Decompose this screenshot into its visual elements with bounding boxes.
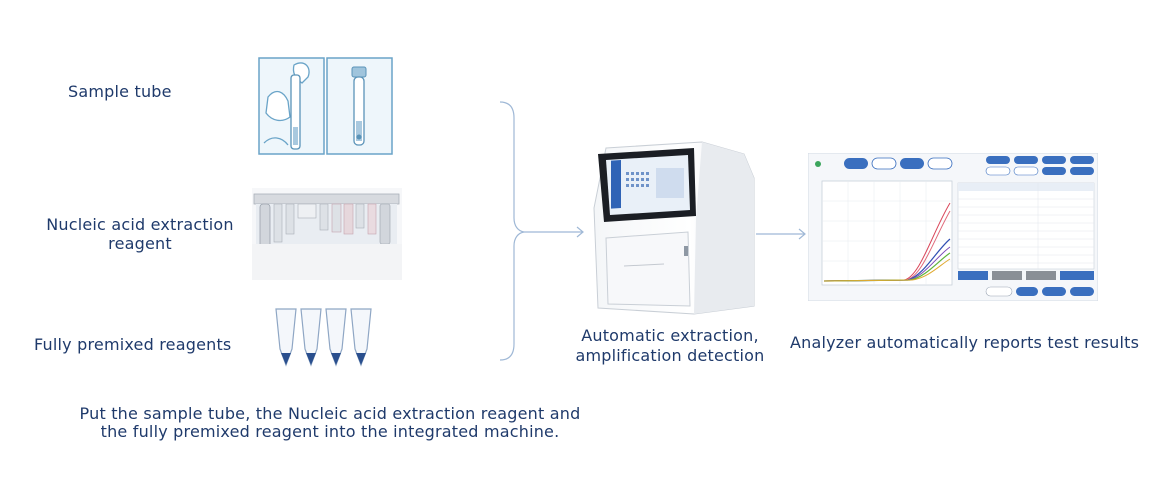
sample-tube-label: Sample tube: [68, 82, 172, 101]
machine-caption: Automatic extraction, amplification dete…: [560, 326, 780, 366]
premix-tube-strip-icon: [273, 305, 373, 375]
results-caption: Analyzer automatically reports test resu…: [790, 333, 1140, 352]
machine-caption-line2: amplification detection: [575, 346, 765, 365]
extraction-reagent-label-line1: Nucleic acid extraction: [46, 215, 234, 234]
arrow-right-icon: [798, 228, 806, 240]
analyzer-machine-icon: [584, 138, 760, 320]
results-screen-icon: [807, 152, 1099, 305]
extraction-reagent-label-line2: reagent: [108, 234, 172, 253]
arrow-right-icon: [576, 226, 584, 238]
extraction-reagent-label: Nucleic acid extraction reagent: [30, 215, 250, 253]
instruction-text: Put the sample tube, the Nucleic acid ex…: [40, 405, 620, 441]
bracket-connector: [499, 100, 590, 366]
extraction-plate-icon: [252, 188, 402, 284]
instruction-line1: Put the sample tube, the Nucleic acid ex…: [79, 404, 581, 423]
results-connector: [756, 226, 808, 245]
machine-caption-line1: Automatic extraction,: [581, 326, 759, 345]
premixed-reagents-label: Fully premixed reagents: [34, 335, 232, 354]
instruction-line2: the fully premixed reagent into the inte…: [100, 422, 560, 441]
sample-tube-icon: [258, 57, 394, 159]
